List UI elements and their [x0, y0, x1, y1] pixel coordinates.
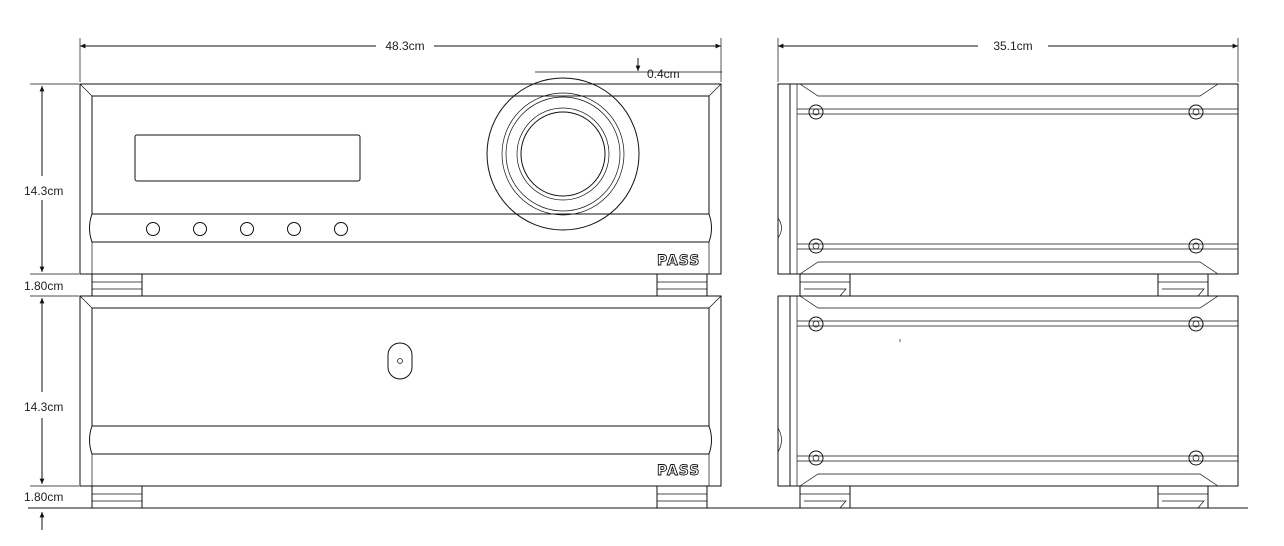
lower-unit-side	[777, 295, 1239, 509]
front-button-2	[193, 222, 207, 236]
side-depth-dimension: 35.1cm	[777, 38, 1239, 82]
lower-unit-front: PASS	[79, 295, 722, 509]
lower-unit-height-label: 14.3cm	[24, 400, 63, 414]
lower-side-screws	[808, 316, 1204, 466]
volume-knob	[486, 77, 640, 231]
knob-protrusion-dimension: 0.4cm	[535, 58, 722, 81]
front-button-3	[240, 222, 254, 236]
power-button	[387, 342, 413, 380]
front-view: 48.3cm 0.4cm 14.3cm 1.80cm 14.3cm 1.80cm	[24, 38, 1248, 530]
side-depth-label: 35.1cm	[993, 39, 1032, 53]
front-button-4	[287, 222, 301, 236]
height-dimensions: 14.3cm 1.80cm 14.3cm 1.80cm	[24, 83, 79, 530]
front-width-dimension: 48.3cm	[79, 38, 722, 82]
upper-unit-side	[777, 83, 1239, 297]
upper-unit-feet	[91, 273, 708, 297]
lower-brand-logo: PASS	[657, 463, 700, 479]
upper-side-feet	[799, 273, 1209, 297]
lower-side-feet	[799, 485, 1209, 509]
side-view: 35.1cm	[777, 38, 1239, 509]
lower-unit-feet	[91, 485, 708, 509]
front-width-label: 48.3cm	[385, 39, 424, 53]
front-button-1	[146, 222, 160, 236]
upper-feet-height-label: 1.80cm	[24, 279, 63, 293]
upper-unit-front: PASS	[79, 77, 722, 297]
lower-feet-height-label: 1.80cm	[24, 490, 63, 504]
upper-unit-height-label: 14.3cm	[24, 184, 63, 198]
upper-side-screws	[808, 104, 1204, 254]
front-button-5	[334, 222, 348, 236]
display-window	[134, 134, 361, 182]
upper-brand-logo: PASS	[657, 253, 700, 269]
knob-protrusion-label: 0.4cm	[647, 67, 680, 81]
